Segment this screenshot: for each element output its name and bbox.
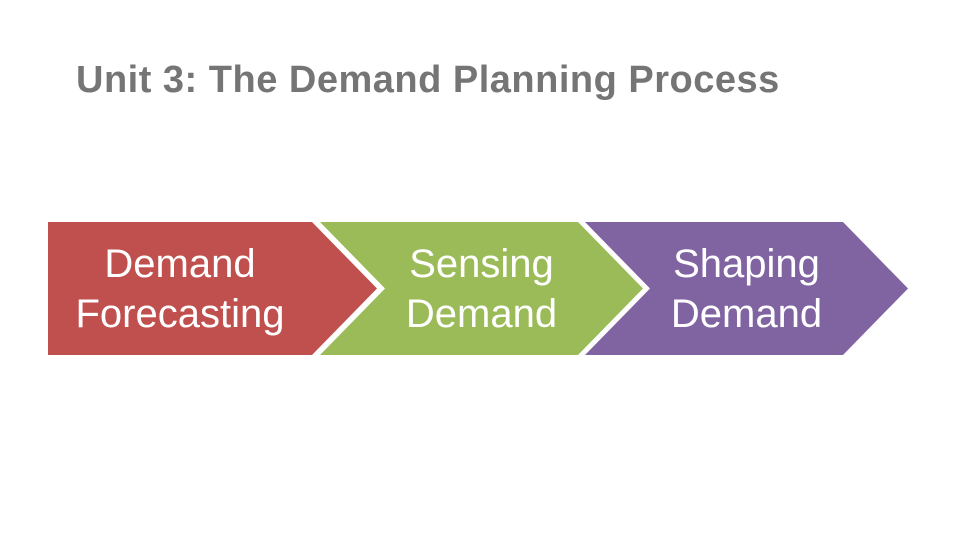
- process-step-shaping-demand: Shaping Demand: [585, 222, 908, 355]
- step-label-line: Sensing: [409, 241, 554, 286]
- step-label-line: Demand: [405, 291, 558, 336]
- process-flow-diagram: Demand Forecasting Sensing Demand Shapin…: [48, 222, 910, 355]
- step-label-line: Forecasting: [75, 291, 285, 336]
- step-label-line: Demand: [104, 241, 256, 286]
- slide-title: Unit 3: The Demand Planning Process: [76, 59, 780, 101]
- step-label-line: Demand: [670, 291, 823, 336]
- step-label-line: Shaping: [673, 241, 820, 286]
- process-step-demand-forecasting: Demand Forecasting: [48, 222, 377, 355]
